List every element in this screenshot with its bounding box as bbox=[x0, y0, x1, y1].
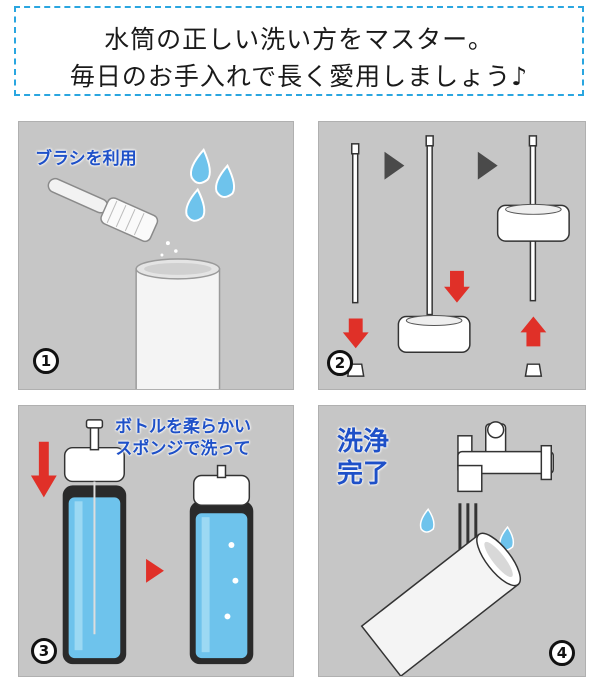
cap-icon bbox=[397, 315, 471, 354]
valve-icon bbox=[524, 363, 543, 377]
step-4-caption-line1: 洗浄 bbox=[337, 427, 390, 457]
arrow-icon bbox=[444, 270, 470, 303]
arrow-icon bbox=[477, 151, 498, 180]
step-4-caption-line2: 完了 bbox=[337, 459, 390, 489]
step-3-number: 3 bbox=[31, 638, 57, 664]
bottle-icon bbox=[135, 258, 221, 389]
arrow-icon bbox=[520, 316, 547, 347]
step-1-panel: ブラシを利用 1 bbox=[18, 121, 294, 390]
step-1-caption: ブラシを利用 bbox=[35, 149, 137, 169]
step-2-number: 2 bbox=[327, 350, 353, 376]
step-4-illustration bbox=[360, 421, 554, 676]
arrow-icon bbox=[30, 441, 57, 498]
straw-icon bbox=[425, 135, 434, 316]
step-4-panel: 洗浄 完了 4 bbox=[318, 405, 586, 677]
step-1-number: 1 bbox=[33, 348, 59, 374]
cap-icon bbox=[63, 419, 125, 635]
faucet-icon bbox=[457, 421, 554, 493]
step-2-panel: 2 bbox=[318, 121, 586, 390]
arrow-icon bbox=[146, 558, 164, 583]
step-3-caption-line2: スポンジで洗って bbox=[115, 439, 251, 459]
bottle-icon bbox=[360, 532, 522, 676]
step-4-caption: 洗浄 完了 bbox=[337, 426, 389, 490]
header-title-line1: 水筒の正しい洗い方をマスター。 bbox=[104, 25, 494, 54]
step-3-panel: ボトルを柔らかい スポンジで洗って 3 bbox=[18, 405, 294, 677]
bottle-icon bbox=[62, 485, 127, 665]
step-3-caption: ボトルを柔らかい スポンジで洗って bbox=[115, 416, 251, 460]
cap-icon bbox=[192, 464, 251, 507]
arrow-icon bbox=[342, 318, 369, 349]
step-1-illustration bbox=[47, 147, 236, 389]
header-title-line2: 毎日のお手入れで長く愛用しましょう♪ bbox=[69, 62, 529, 91]
step-2-illustration bbox=[342, 135, 570, 377]
step-3-illustration bbox=[30, 419, 254, 665]
water-drop-icon bbox=[185, 147, 236, 222]
straw-icon bbox=[351, 143, 360, 304]
step-3-caption-line1: ボトルを柔らかい bbox=[115, 417, 251, 437]
brush-icon bbox=[47, 177, 159, 243]
arrow-icon bbox=[384, 151, 405, 180]
bottle-icon bbox=[189, 501, 254, 665]
header-banner: 水筒の正しい洗い方をマスター。 毎日のお手入れで長く愛用しましょう♪ bbox=[14, 6, 584, 96]
cap-icon bbox=[496, 203, 570, 242]
step-4-number: 4 bbox=[549, 640, 575, 666]
